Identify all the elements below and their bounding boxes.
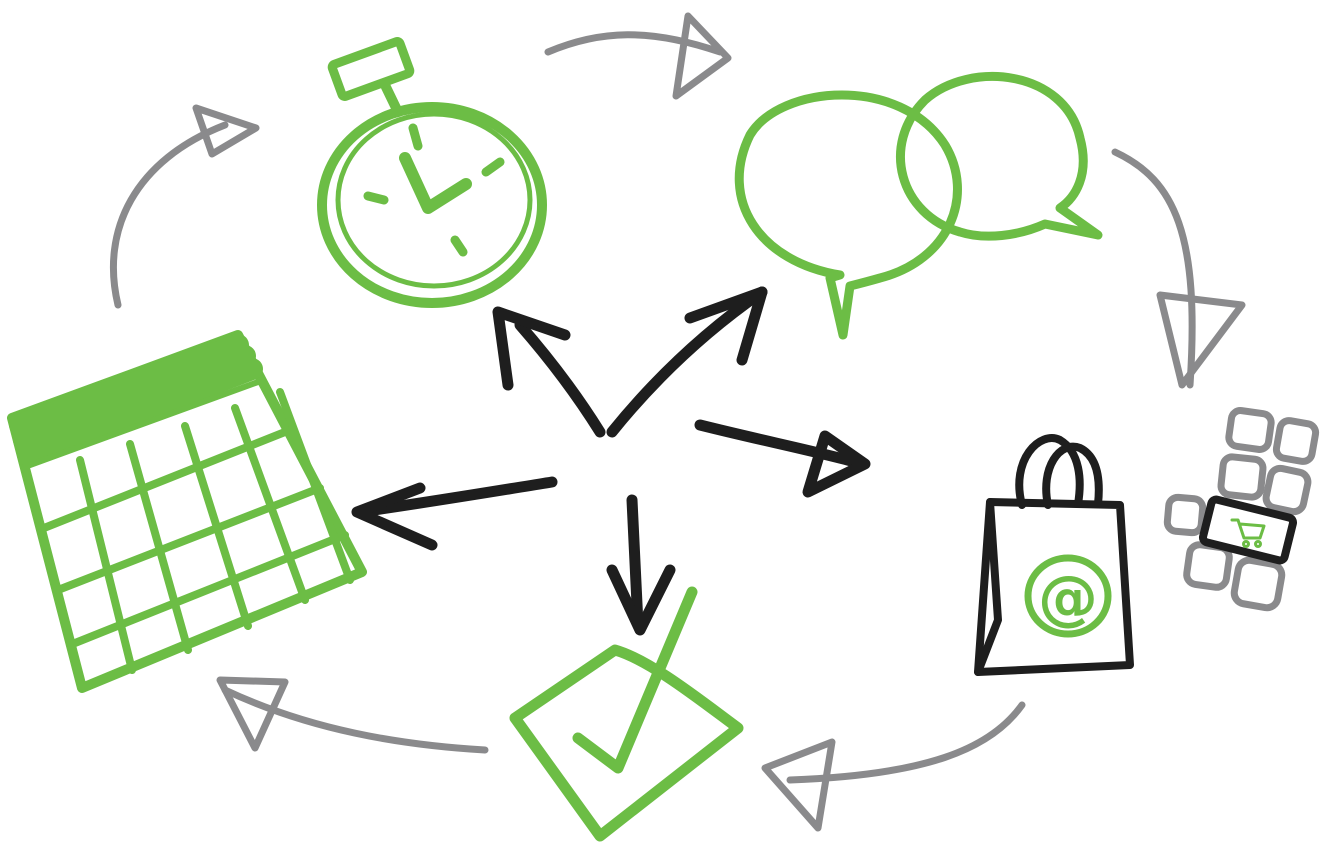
center-arrows — [351, 286, 871, 636]
calendar-icon — [7, 330, 367, 693]
cycle-arrows — [109, 12, 1246, 832]
center-arrow-to-bag — [694, 419, 871, 498]
center-arrow-to-calendar — [351, 476, 558, 551]
cycle-arrow-calendar-to-stopwatch — [109, 104, 260, 309]
cycle-arrow-bag-to-checkbox — [761, 701, 1026, 832]
center-arrow-to-stopwatch — [492, 306, 606, 438]
checkbox-icon — [509, 586, 744, 842]
bag-at-label: @ — [1038, 563, 1098, 633]
stopwatch-icon — [317, 37, 547, 308]
cart-icon — [1230, 518, 1266, 548]
speech-bubbles-icon — [734, 72, 1103, 340]
center-arrow-to-chat — [606, 286, 768, 438]
shopping-bag-icon: @ — [974, 434, 1134, 676]
cycle-arrow-checkbox-to-calendar — [216, 676, 489, 754]
center-arrow-to-checkbox — [606, 494, 676, 636]
cycle-arrow-stopwatch-to-chat — [544, 12, 732, 100]
cycle-arrow-chat-to-keypad — [1111, 148, 1246, 389]
keypad-cart-icon — [1163, 407, 1320, 612]
